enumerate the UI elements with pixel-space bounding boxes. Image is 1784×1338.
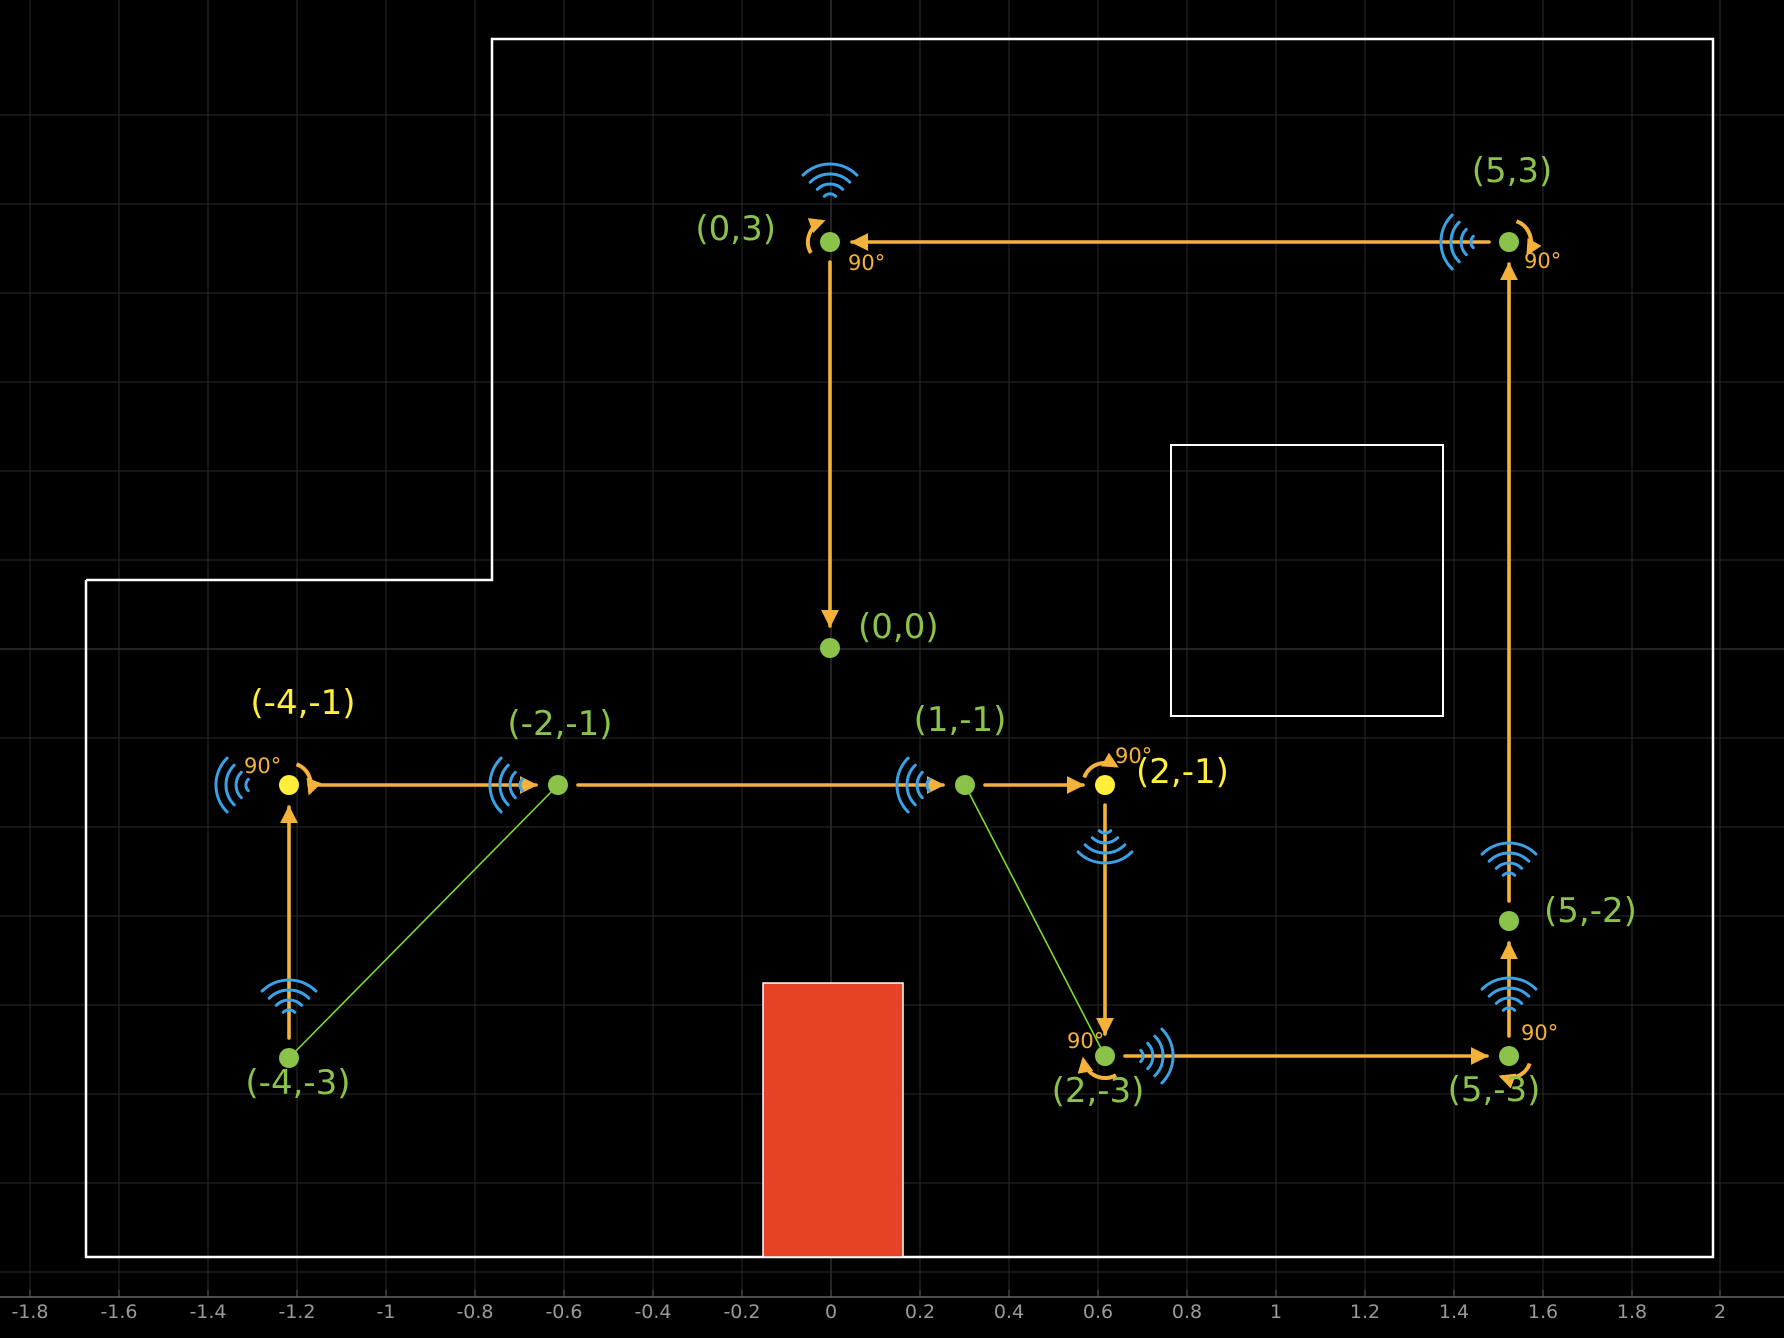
waypoint-label: (5,-2): [1544, 891, 1637, 931]
waypoint-label: (2,-1): [1136, 752, 1229, 792]
x-tick-label: 0.6: [1083, 1301, 1113, 1323]
waypoint-label: (5,3): [1472, 151, 1553, 191]
waypoint-label: (0,3): [695, 209, 776, 249]
waypoint-dot: [548, 775, 568, 795]
waypoint-dot: [1499, 1046, 1519, 1066]
turn-angle-label: 90°: [244, 754, 281, 778]
outer-wall: [84, 37, 1715, 1259]
wifi-icon: [1480, 976, 1538, 1012]
waypoint-dot: [820, 638, 840, 658]
turn-icon: 90°: [1515, 219, 1561, 273]
turn-icon: 90°: [1498, 1021, 1558, 1089]
turn-angle-label: 90°: [1524, 249, 1561, 273]
x-tick-label: 0.4: [994, 1301, 1024, 1323]
wifi-icon: [1439, 213, 1475, 271]
turn-icon: 90°: [1067, 1029, 1118, 1081]
waypoint-labels: (0,0) (0,3) (5,3) (5,-2) (5,-3) (2,-3) (2,-1) (…: [245, 151, 1636, 1111]
x-tick-label: -1.4: [189, 1301, 226, 1323]
waypoint-label: (0,0): [858, 607, 939, 647]
turn-markers: 90° 90° 90° 90° 90° 90°: [244, 218, 1561, 1089]
x-tick-label: -0.8: [456, 1301, 493, 1323]
waypoint-dot: [1499, 911, 1519, 931]
x-tick-label: 1.6: [1528, 1301, 1558, 1323]
x-tick-label: -0.2: [723, 1301, 760, 1323]
x-tick-label: 1: [1270, 1301, 1282, 1323]
turn-icon: 90°: [1082, 744, 1152, 779]
waypoint-dot: [1499, 232, 1519, 252]
walls: [84, 37, 1715, 1259]
turn-angle-label: 90°: [1521, 1021, 1558, 1045]
wifi-icon: [1139, 1027, 1175, 1085]
waypoint-dot: [279, 1048, 299, 1068]
waypoint-dot: [820, 232, 840, 252]
waypoint-label: (1,-1): [914, 700, 1007, 740]
waypoint-label: (-4,-1): [250, 683, 355, 723]
waypoint-dot: [955, 775, 975, 795]
waypoint-label: (-4,-3): [245, 1063, 350, 1103]
turn-icon: 90°: [244, 754, 322, 796]
x-axis: -1.8 -1.6 -1.4 -1.2 -1 -0.8 -0.6 -0.4 -0.2 0 0.2 0.…: [0, 1290, 1784, 1323]
wifi-icon: [895, 756, 931, 814]
x-tick-label: 1.4: [1439, 1301, 1469, 1323]
path-arrows: [280, 233, 1518, 1065]
waypoint-dot: [279, 775, 299, 795]
x-tick-label: 0.8: [1172, 1301, 1202, 1323]
x-tick-label: -1.8: [11, 1301, 48, 1323]
turn-icon: 90°: [805, 218, 885, 275]
wifi-icon: [801, 162, 859, 198]
x-tick-label: 1.2: [1350, 1301, 1380, 1323]
diagonal-link: [288, 784, 559, 1059]
diagonal-link: [964, 784, 1106, 1057]
wifi-markers: [214, 162, 1538, 1085]
inner-room-wall: [1170, 444, 1444, 717]
x-tick-label: -0.4: [634, 1301, 671, 1323]
turn-angle-label: 90°: [1115, 744, 1152, 768]
x-tick-label: -1: [377, 1301, 396, 1323]
wifi-icon: [1480, 841, 1538, 877]
waypoints: [279, 232, 1519, 1068]
diagonal-links: [288, 784, 1106, 1059]
x-tick-label: -0.6: [545, 1301, 582, 1323]
wifi-icon: [260, 978, 318, 1014]
x-tick-label: 1.8: [1617, 1301, 1647, 1323]
obstacle-block: [762, 982, 904, 1258]
waypoint-label: (2,-3): [1052, 1071, 1145, 1111]
wifi-icon: [1076, 829, 1134, 865]
waypoint-dot: [1095, 775, 1115, 795]
x-tick-label: 2: [1714, 1301, 1726, 1323]
waypoint-label: (5,-3): [1448, 1070, 1541, 1110]
x-tick-label: -1.6: [100, 1301, 137, 1323]
turn-angle-label: 90°: [848, 251, 885, 275]
wifi-icon: [488, 756, 524, 814]
waypoint-dot: [1095, 1046, 1115, 1066]
x-tick-label: -1.2: [278, 1301, 315, 1323]
waypoint-label: (-2,-1): [507, 704, 612, 744]
x-tick-label: 0: [825, 1301, 837, 1323]
x-tick-label: 0.2: [905, 1301, 935, 1323]
wifi-icon: [214, 756, 250, 814]
